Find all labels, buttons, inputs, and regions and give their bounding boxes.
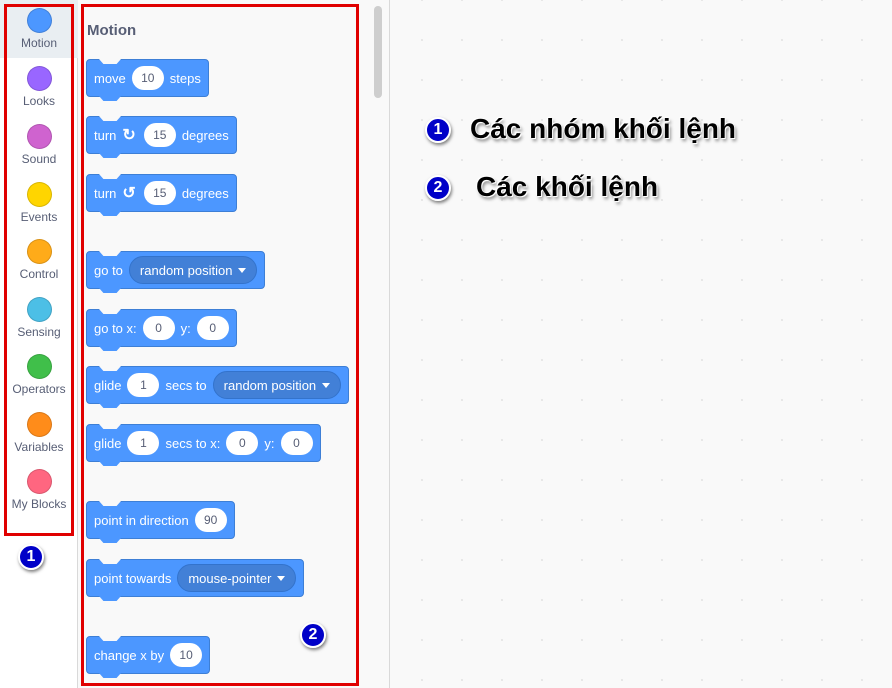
block-glide-to-xy[interactable]: glide 1 secs to x: 0 y: 0: [86, 424, 321, 462]
dropdown-value: random position: [139, 262, 233, 278]
looks-color-dot-icon: [26, 66, 52, 91]
category-sound[interactable]: Sound: [0, 116, 78, 174]
category-control[interactable]: Control: [0, 231, 78, 289]
direction-input[interactable]: 90: [194, 508, 227, 532]
events-color-dot-icon: [26, 182, 52, 207]
category-label: Sound: [21, 152, 57, 166]
block-text: go to: [94, 262, 123, 278]
motion-color-dot-icon: [26, 8, 52, 33]
block-text: glide: [94, 435, 122, 451]
annotation-badge-1: 1: [18, 544, 44, 570]
block-text: point towards: [94, 570, 172, 586]
category-label: My Blocks: [11, 497, 67, 511]
block-text: degrees: [181, 185, 229, 201]
block-change-x-by[interactable]: change x by 10: [86, 636, 211, 674]
category-motion[interactable]: Motion: [0, 0, 78, 58]
block-palette: Motion move 10 steps turn ↻ 15 degrees t…: [78, 0, 390, 688]
sound-color-dot-icon: [26, 124, 52, 149]
operators-color-dot-icon: [26, 354, 52, 379]
category-events[interactable]: Events: [0, 174, 78, 232]
category-variables[interactable]: Variables: [0, 404, 78, 462]
block-text: steps: [169, 70, 201, 86]
block-text: secs to: [165, 377, 207, 393]
category-label: Control: [19, 267, 59, 281]
block-move-steps[interactable]: move 10 steps: [86, 59, 209, 97]
y-input[interactable]: 0: [196, 316, 229, 340]
legend-badge-2: 2: [425, 175, 451, 201]
palette-section-title: Motion: [87, 22, 137, 39]
block-text: point in direction: [94, 512, 189, 528]
block-text: y:: [264, 435, 275, 451]
category-sensing[interactable]: Sensing: [0, 289, 78, 347]
block-text: go to x:: [94, 320, 137, 336]
legend-text-2: Các khối lệnh: [476, 171, 659, 202]
caret-down-icon: [238, 267, 247, 273]
control-color-dot-icon: [26, 239, 52, 264]
category-label: Sensing: [17, 325, 61, 339]
category-label: Looks: [22, 94, 56, 108]
category-my-blocks[interactable]: My Blocks: [0, 461, 78, 519]
legend-badge-1: 1: [425, 117, 451, 143]
category-label: Motion: [20, 36, 58, 50]
category-label: Variables: [14, 440, 64, 454]
block-turn-right[interactable]: turn ↻ 15 degrees: [86, 116, 237, 154]
block-text: move: [94, 70, 126, 86]
dropdown-value: random position: [223, 377, 317, 393]
category-looks[interactable]: Looks: [0, 58, 78, 116]
block-text: glide: [94, 377, 122, 393]
annotation-badge-2: 2: [300, 622, 326, 648]
category-operators[interactable]: Operators: [0, 346, 78, 404]
y-input[interactable]: 0: [280, 431, 313, 455]
rotate-clockwise-icon: ↻: [122, 127, 136, 144]
target-dropdown[interactable]: mouse-pointer: [177, 564, 297, 592]
sensing-color-dot-icon: [26, 297, 52, 322]
steps-input[interactable]: 10: [131, 66, 164, 90]
block-text: turn: [94, 127, 117, 143]
block-text: degrees: [181, 127, 229, 143]
category-sidebar: Motion Looks Sound Events Control Sensin…: [0, 0, 78, 688]
variables-color-dot-icon: [26, 412, 52, 437]
caret-down-icon: [322, 382, 331, 388]
secs-input[interactable]: 1: [127, 373, 160, 397]
category-label: Events: [20, 210, 58, 224]
my-blocks-color-dot-icon: [26, 469, 52, 494]
palette-scrollbar[interactable]: [374, 6, 382, 98]
legend-text-1: Các nhóm khối lệnh: [470, 113, 737, 144]
block-turn-left[interactable]: turn ↺ 15 degrees: [86, 174, 237, 212]
target-dropdown[interactable]: random position: [128, 256, 258, 284]
x-input[interactable]: 0: [142, 316, 175, 340]
secs-input[interactable]: 1: [127, 431, 160, 455]
block-point-in-direction[interactable]: point in direction 90: [86, 501, 235, 539]
degrees-input[interactable]: 15: [143, 181, 176, 205]
category-label: Operators: [12, 382, 66, 396]
block-go-to-xy[interactable]: go to x: 0 y: 0: [86, 309, 237, 347]
x-input[interactable]: 0: [226, 431, 259, 455]
rotate-counterclockwise-icon: ↺: [122, 185, 136, 202]
script-workspace[interactable]: [390, 0, 892, 688]
block-text: y:: [180, 320, 191, 336]
block-text: secs to x:: [165, 435, 221, 451]
caret-down-icon: [277, 575, 286, 581]
dropdown-value: mouse-pointer: [188, 570, 272, 586]
block-text: turn: [94, 185, 117, 201]
block-glide-to[interactable]: glide 1 secs to random position: [86, 366, 350, 404]
block-go-to[interactable]: go to random position: [86, 251, 266, 289]
target-dropdown[interactable]: random position: [212, 371, 342, 399]
block-point-towards[interactable]: point towards mouse-pointer: [86, 559, 305, 597]
degrees-input[interactable]: 15: [143, 123, 176, 147]
change-x-input[interactable]: 10: [170, 643, 203, 667]
block-text: change x by: [94, 647, 165, 663]
